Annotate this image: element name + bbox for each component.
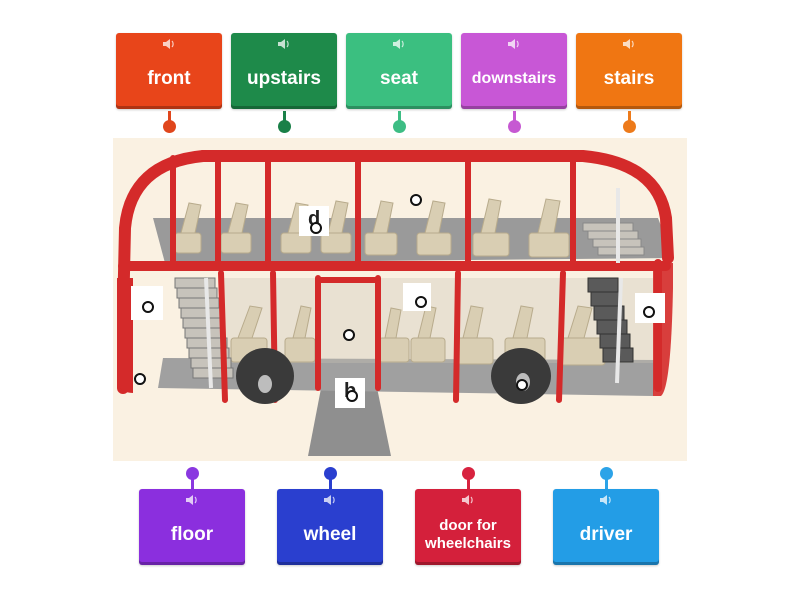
- speaker-icon[interactable]: [623, 39, 635, 49]
- pin-dot[interactable]: [508, 120, 521, 133]
- letter-card-b: b: [335, 378, 365, 408]
- front-wheel-graphic: [236, 348, 294, 404]
- answer-marker-icon[interactable]: [142, 301, 154, 313]
- pin-dot[interactable]: [462, 467, 475, 480]
- pin-dot[interactable]: [393, 120, 406, 133]
- speaker-icon[interactable]: [600, 495, 612, 505]
- rear-wheel-graphic: [491, 348, 551, 404]
- pin-dot[interactable]: [186, 467, 199, 480]
- answer-marker-icon[interactable]: [643, 306, 655, 318]
- bus-diagram: d b: [113, 138, 687, 461]
- speaker-icon[interactable]: [508, 39, 520, 49]
- speaker-icon[interactable]: [462, 495, 474, 505]
- answer-marker-icon[interactable]: [516, 379, 528, 391]
- pin-dot[interactable]: [600, 467, 613, 480]
- tile-downstairs[interactable]: downstairs: [461, 33, 567, 109]
- tile-wheel[interactable]: wheel: [277, 489, 383, 565]
- answer-marker-icon[interactable]: [415, 296, 427, 308]
- answer-marker-icon[interactable]: [134, 373, 146, 385]
- tile-label: driver: [579, 524, 633, 546]
- answer-marker-icon[interactable]: [410, 194, 422, 206]
- speaker-icon[interactable]: [278, 39, 290, 49]
- speaker-icon[interactable]: [186, 495, 198, 505]
- tile-label: floor: [170, 524, 214, 546]
- answer-marker-icon[interactable]: [343, 329, 355, 341]
- speaker-icon[interactable]: [324, 495, 336, 505]
- pin-connector: [467, 479, 470, 489]
- tile-seat[interactable]: seat: [346, 33, 452, 109]
- speaker-icon[interactable]: [163, 39, 175, 49]
- tile-label: downstairs: [471, 69, 557, 87]
- pin-connector: [329, 479, 332, 489]
- pin-dot[interactable]: [278, 120, 291, 133]
- tile-label: seat: [379, 68, 419, 90]
- bus-illustration: [113, 138, 687, 461]
- tile-front[interactable]: front: [116, 33, 222, 109]
- pin-dot[interactable]: [623, 120, 636, 133]
- pin-connector: [283, 111, 286, 121]
- pin-connector: [191, 479, 194, 489]
- pin-connector: [628, 111, 631, 121]
- speaker-icon[interactable]: [393, 39, 405, 49]
- pin-connector: [398, 111, 401, 121]
- pin-dot[interactable]: [324, 467, 337, 480]
- tile-label: front: [147, 68, 191, 90]
- tile-stairs[interactable]: stairs: [576, 33, 682, 109]
- tile-upstairs[interactable]: upstairs: [231, 33, 337, 109]
- tile-label: door for wheelchairs: [425, 517, 511, 552]
- tile-driver[interactable]: driver: [553, 489, 659, 565]
- answer-marker-icon[interactable]: [346, 390, 358, 402]
- tile-label: wheel: [303, 524, 357, 546]
- tile-label: stairs: [603, 68, 655, 90]
- pin-connector: [513, 111, 516, 121]
- pin-connector: [168, 111, 171, 121]
- pin-dot[interactable]: [163, 120, 176, 133]
- tile-label: upstairs: [247, 68, 321, 90]
- tile-door-for-wheelchairs[interactable]: door for wheelchairs: [415, 489, 521, 565]
- answer-marker-icon[interactable]: [310, 222, 322, 234]
- tile-floor[interactable]: floor: [139, 489, 245, 565]
- pin-connector: [605, 479, 608, 489]
